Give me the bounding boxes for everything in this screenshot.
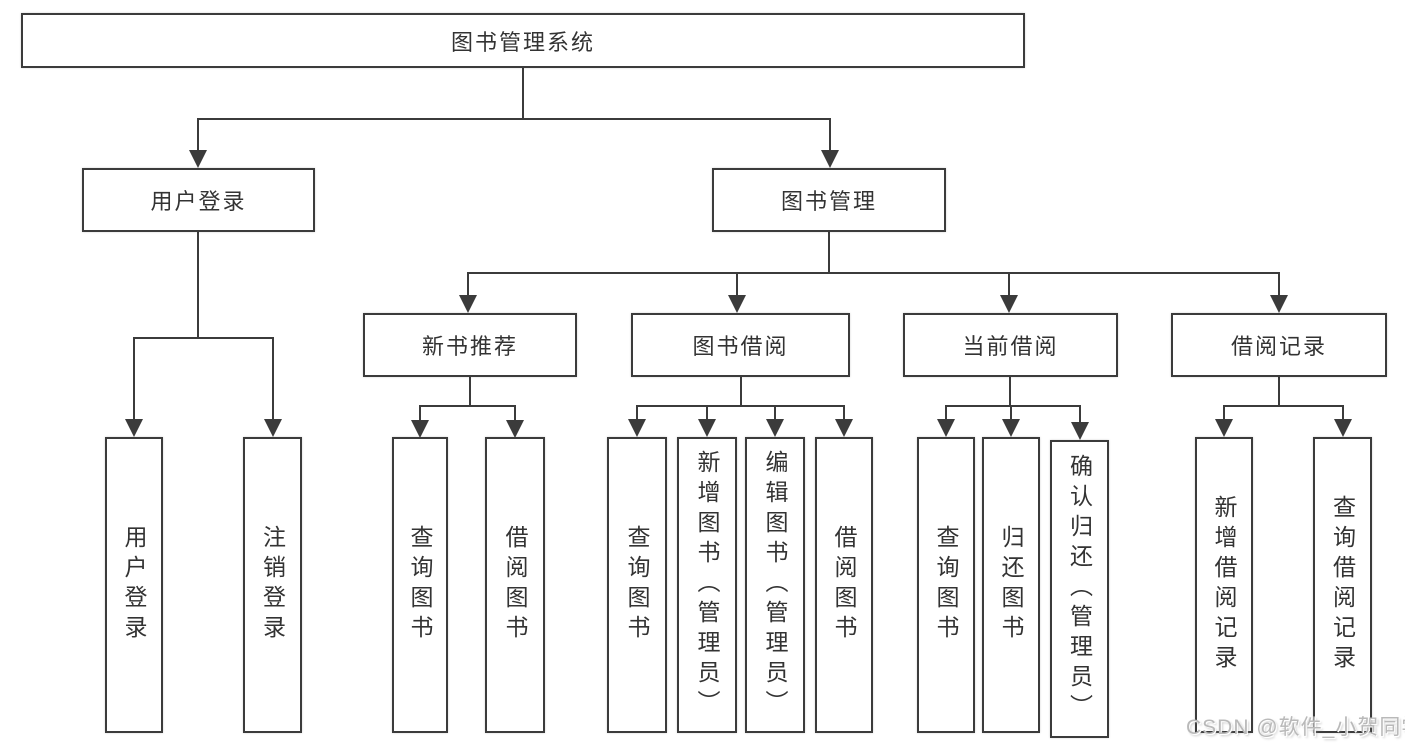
leaf-query-books-current: 查询图书 (917, 437, 975, 733)
leaf-edit-books-admin: 编辑图书（管理员） (745, 437, 805, 733)
connector-line (1278, 272, 1280, 295)
arrow-down-icon (1000, 295, 1018, 313)
connector-line (636, 405, 845, 407)
leaf-query-books-borrow: 查询图书 (607, 437, 667, 733)
arrow-down-icon (264, 419, 282, 437)
connector-line (1009, 377, 1011, 405)
connector-line (736, 272, 738, 295)
arrow-down-icon (125, 419, 143, 437)
connector-line (1010, 405, 1012, 419)
arrow-down-icon (1071, 422, 1089, 440)
connector-line (467, 272, 469, 295)
leaf-add-borrow-record: 新增借阅记录 (1195, 437, 1253, 733)
connector-line (636, 405, 638, 419)
connector-line (133, 337, 274, 339)
leaf-query-books-recommend: 查询图书 (392, 437, 448, 733)
arrow-down-icon (835, 419, 853, 437)
node-root-library-management-system: 图书管理系统 (21, 13, 1025, 68)
leaf-add-books-admin: 新增图书（管理员） (677, 437, 737, 733)
leaf-borrow-books: 借阅图书 (815, 437, 873, 733)
connector-line (740, 377, 742, 405)
csdn-watermark: CSDN @软件_小贺同学 (1186, 716, 1405, 739)
connector-line (774, 405, 776, 419)
arrow-down-icon (189, 150, 207, 168)
arrow-down-icon (1002, 419, 1020, 437)
leaf-return-books: 归还图书 (982, 437, 1040, 733)
connector-line (1223, 405, 1344, 407)
connector-line (133, 337, 135, 419)
arrow-down-icon (728, 295, 746, 313)
node-book-borrow: 图书借阅 (631, 313, 850, 377)
connector-line (514, 405, 516, 420)
connector-line (829, 118, 831, 150)
connector-line (1223, 405, 1225, 419)
leaf-query-borrow-record: 查询借阅记录 (1313, 437, 1372, 733)
connector-line (419, 405, 421, 420)
connector-line (1342, 405, 1344, 419)
leaf-borrow-books-recommend: 借阅图书 (485, 437, 545, 733)
connector-line (522, 68, 524, 118)
leaf-user-login: 用户登录 (105, 437, 163, 733)
arrow-down-icon (411, 420, 429, 438)
arrow-down-icon (766, 419, 784, 437)
connector-line (197, 118, 831, 120)
leaf-confirm-return-admin: 确认归还（管理员） (1050, 440, 1109, 738)
connector-line (706, 405, 708, 419)
node-new-book-recommend: 新书推荐 (363, 313, 577, 377)
node-borrow-records: 借阅记录 (1171, 313, 1387, 377)
connector-line (197, 232, 199, 337)
connector-line (843, 405, 845, 419)
leaf-logout: 注销登录 (243, 437, 302, 733)
connector-line (469, 377, 471, 405)
node-current-borrow: 当前借阅 (903, 313, 1118, 377)
arrow-down-icon (459, 295, 477, 313)
connector-line (1278, 377, 1280, 405)
connector-line (945, 405, 947, 419)
arrow-down-icon (506, 420, 524, 438)
connector-line (1008, 272, 1010, 295)
arrow-down-icon (937, 419, 955, 437)
arrow-down-icon (628, 419, 646, 437)
connector-line (272, 337, 274, 419)
connector-line (467, 272, 1280, 274)
arrow-down-icon (1334, 419, 1352, 437)
node-book-management: 图书管理 (712, 168, 946, 232)
connector-line (1079, 405, 1081, 422)
connector-line (828, 232, 830, 272)
connector-line (197, 118, 199, 150)
connector-line (945, 405, 1081, 407)
connector-line (419, 405, 516, 407)
node-user-login: 用户登录 (82, 168, 315, 232)
arrow-down-icon (698, 419, 716, 437)
arrow-down-icon (1215, 419, 1233, 437)
arrow-down-icon (821, 150, 839, 168)
arrow-down-icon (1270, 295, 1288, 313)
